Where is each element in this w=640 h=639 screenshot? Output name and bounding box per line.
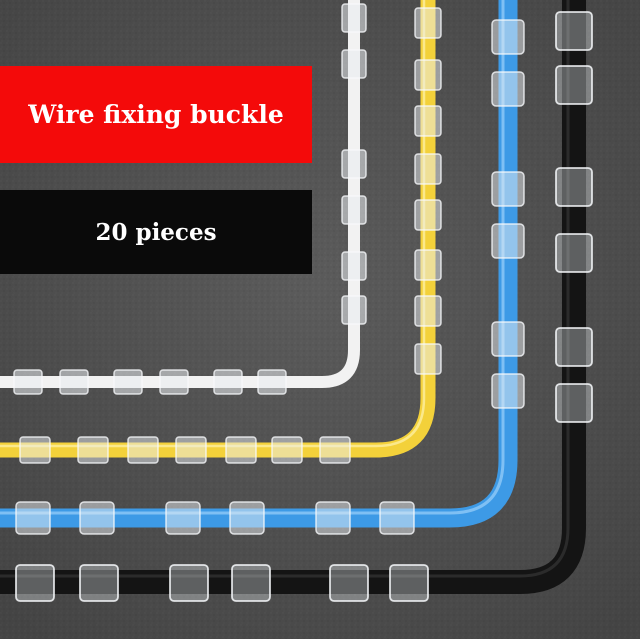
black-cable-clips — [15, 11, 593, 602]
black-cable — [0, 0, 586, 594]
quantity-banner: 20 pieces — [0, 190, 312, 274]
white-cable — [0, 0, 360, 388]
quantity-text: 20 pieces — [95, 218, 217, 246]
blue-cable — [0, 0, 518, 528]
title-text: Wire fixing buckle — [28, 100, 284, 129]
blue-cable-clips — [15, 19, 525, 535]
white-cable-clips — [13, 3, 367, 395]
yellow-cable — [0, 0, 436, 458]
title-banner: Wire fixing buckle — [0, 66, 312, 163]
yellow-cable-clips — [19, 7, 442, 464]
